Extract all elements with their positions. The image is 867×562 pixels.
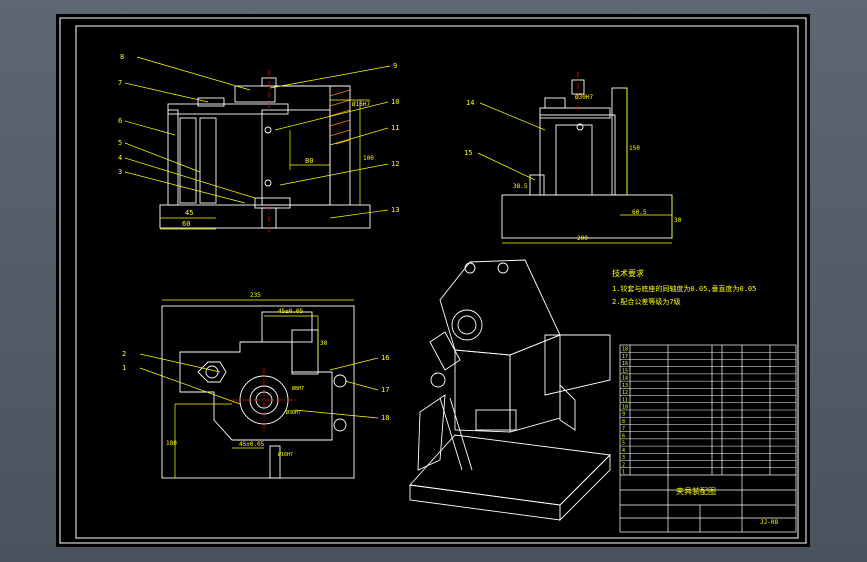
balloon-5: 5	[118, 139, 122, 147]
dim-60-5: 60.5	[632, 209, 647, 216]
bom-item-number: 11	[622, 397, 628, 403]
bom-item-number: 10	[622, 405, 628, 411]
dim-16h7-top: Ø16H7	[278, 451, 293, 458]
side-view-dimensions	[477, 88, 673, 244]
bom-item-number: 7	[622, 426, 625, 432]
bom-item-number: 6	[622, 433, 625, 439]
bom-item-number: 5	[622, 441, 625, 447]
dim-200: 200	[577, 235, 588, 242]
balloon-14: 14	[466, 99, 474, 107]
isometric-view	[409, 259, 611, 522]
balloon-17: 17	[381, 386, 389, 394]
balloon-12: 12	[391, 160, 399, 168]
balloon-11: 11	[391, 124, 399, 132]
drawing-sheet	[56, 14, 810, 547]
bom-item-number: 3	[622, 455, 625, 461]
outer-frame	[59, 17, 807, 544]
tech-req-title: 技术要求	[612, 268, 644, 278]
dim-80: 80	[305, 157, 313, 165]
balloon-9: 9	[393, 62, 397, 70]
bom-item-number: 1	[622, 470, 625, 476]
balloon-10: 10	[391, 98, 399, 106]
tech-requirements: 技术要求 1.铰套与底座的同轴度为0.05,垂直度为0.05 2.配合公差等级为…	[612, 268, 756, 306]
dim-150: 150	[629, 145, 640, 152]
bom-item-number: 17	[622, 354, 628, 360]
inner-frame	[75, 25, 799, 539]
top-view-balloons: 2 1 16 17 18 235 45±0.05 45±0.05 30 180 …	[122, 292, 389, 458]
bom-item-number: 18	[622, 347, 628, 353]
drawing-title: 夹具装配图	[676, 486, 716, 496]
dim-30-top: 30	[320, 340, 328, 347]
bom-item-number: 14	[622, 376, 628, 382]
bom-item-number: 9	[622, 412, 625, 418]
title-block-text: 夹具装配图 JJ-08	[676, 486, 778, 526]
front-view-balloons: 8 7 6 5 4 3 9 10 11 12 13 45 60 80 Ø16H7…	[118, 53, 399, 228]
dim-8h7: Ø8H7	[292, 385, 304, 392]
bom-item-number: 4	[622, 448, 625, 454]
balloon-6: 6	[118, 117, 122, 125]
balloon-3: 3	[118, 168, 122, 176]
bom-item-number: 16	[622, 361, 628, 367]
balloon-7: 7	[118, 79, 122, 87]
balloon-1: 1	[122, 364, 126, 372]
balloon-4: 4	[118, 154, 122, 162]
dim-100: 100	[363, 155, 374, 162]
front-view-hatch	[329, 89, 351, 145]
dim-30h7: Ø30H7	[575, 94, 593, 101]
dim-60: 60	[182, 220, 190, 228]
dim-235: 235	[250, 292, 261, 299]
dim-30h7-top: Ø30H7	[286, 409, 301, 416]
side-view-balloons: 14 15 Ø30H7 38.5 150 60.5 30 200	[464, 94, 682, 242]
dim-38-5: 38.5	[513, 183, 528, 190]
dim-45-05-bottom: 45±0.05	[239, 441, 265, 448]
bom-item-number: 13	[622, 383, 628, 389]
balloon-2: 2	[122, 350, 126, 358]
dim-45: 45	[185, 209, 193, 217]
bom-item-number: 8	[622, 419, 625, 425]
dim-45-05-top: 45±0.05	[278, 308, 304, 315]
balloon-13: 13	[391, 206, 399, 214]
dim-180: 180	[166, 440, 177, 447]
dim-30: 30	[674, 217, 682, 224]
balloon-15: 15	[464, 149, 472, 157]
tech-req-line-2: 2.配合公差等级为7级	[612, 297, 681, 306]
tech-req-line-1: 1.铰套与底座的同轴度为0.05,垂直度为0.05	[612, 284, 756, 293]
drawing-number: JJ-08	[760, 519, 778, 526]
balloon-18: 18	[381, 414, 389, 422]
dim-16h7: Ø16H7	[352, 101, 370, 108]
front-view	[159, 77, 371, 229]
top-view-dimensions	[139, 299, 379, 478]
bom-item-number: 12	[622, 390, 628, 396]
balloon-16: 16	[381, 354, 389, 362]
balloon-8: 8	[120, 53, 124, 61]
front-view-dimensions	[124, 56, 391, 230]
bom-item-number: 15	[622, 368, 628, 374]
bom-item-number: 2	[622, 462, 625, 468]
